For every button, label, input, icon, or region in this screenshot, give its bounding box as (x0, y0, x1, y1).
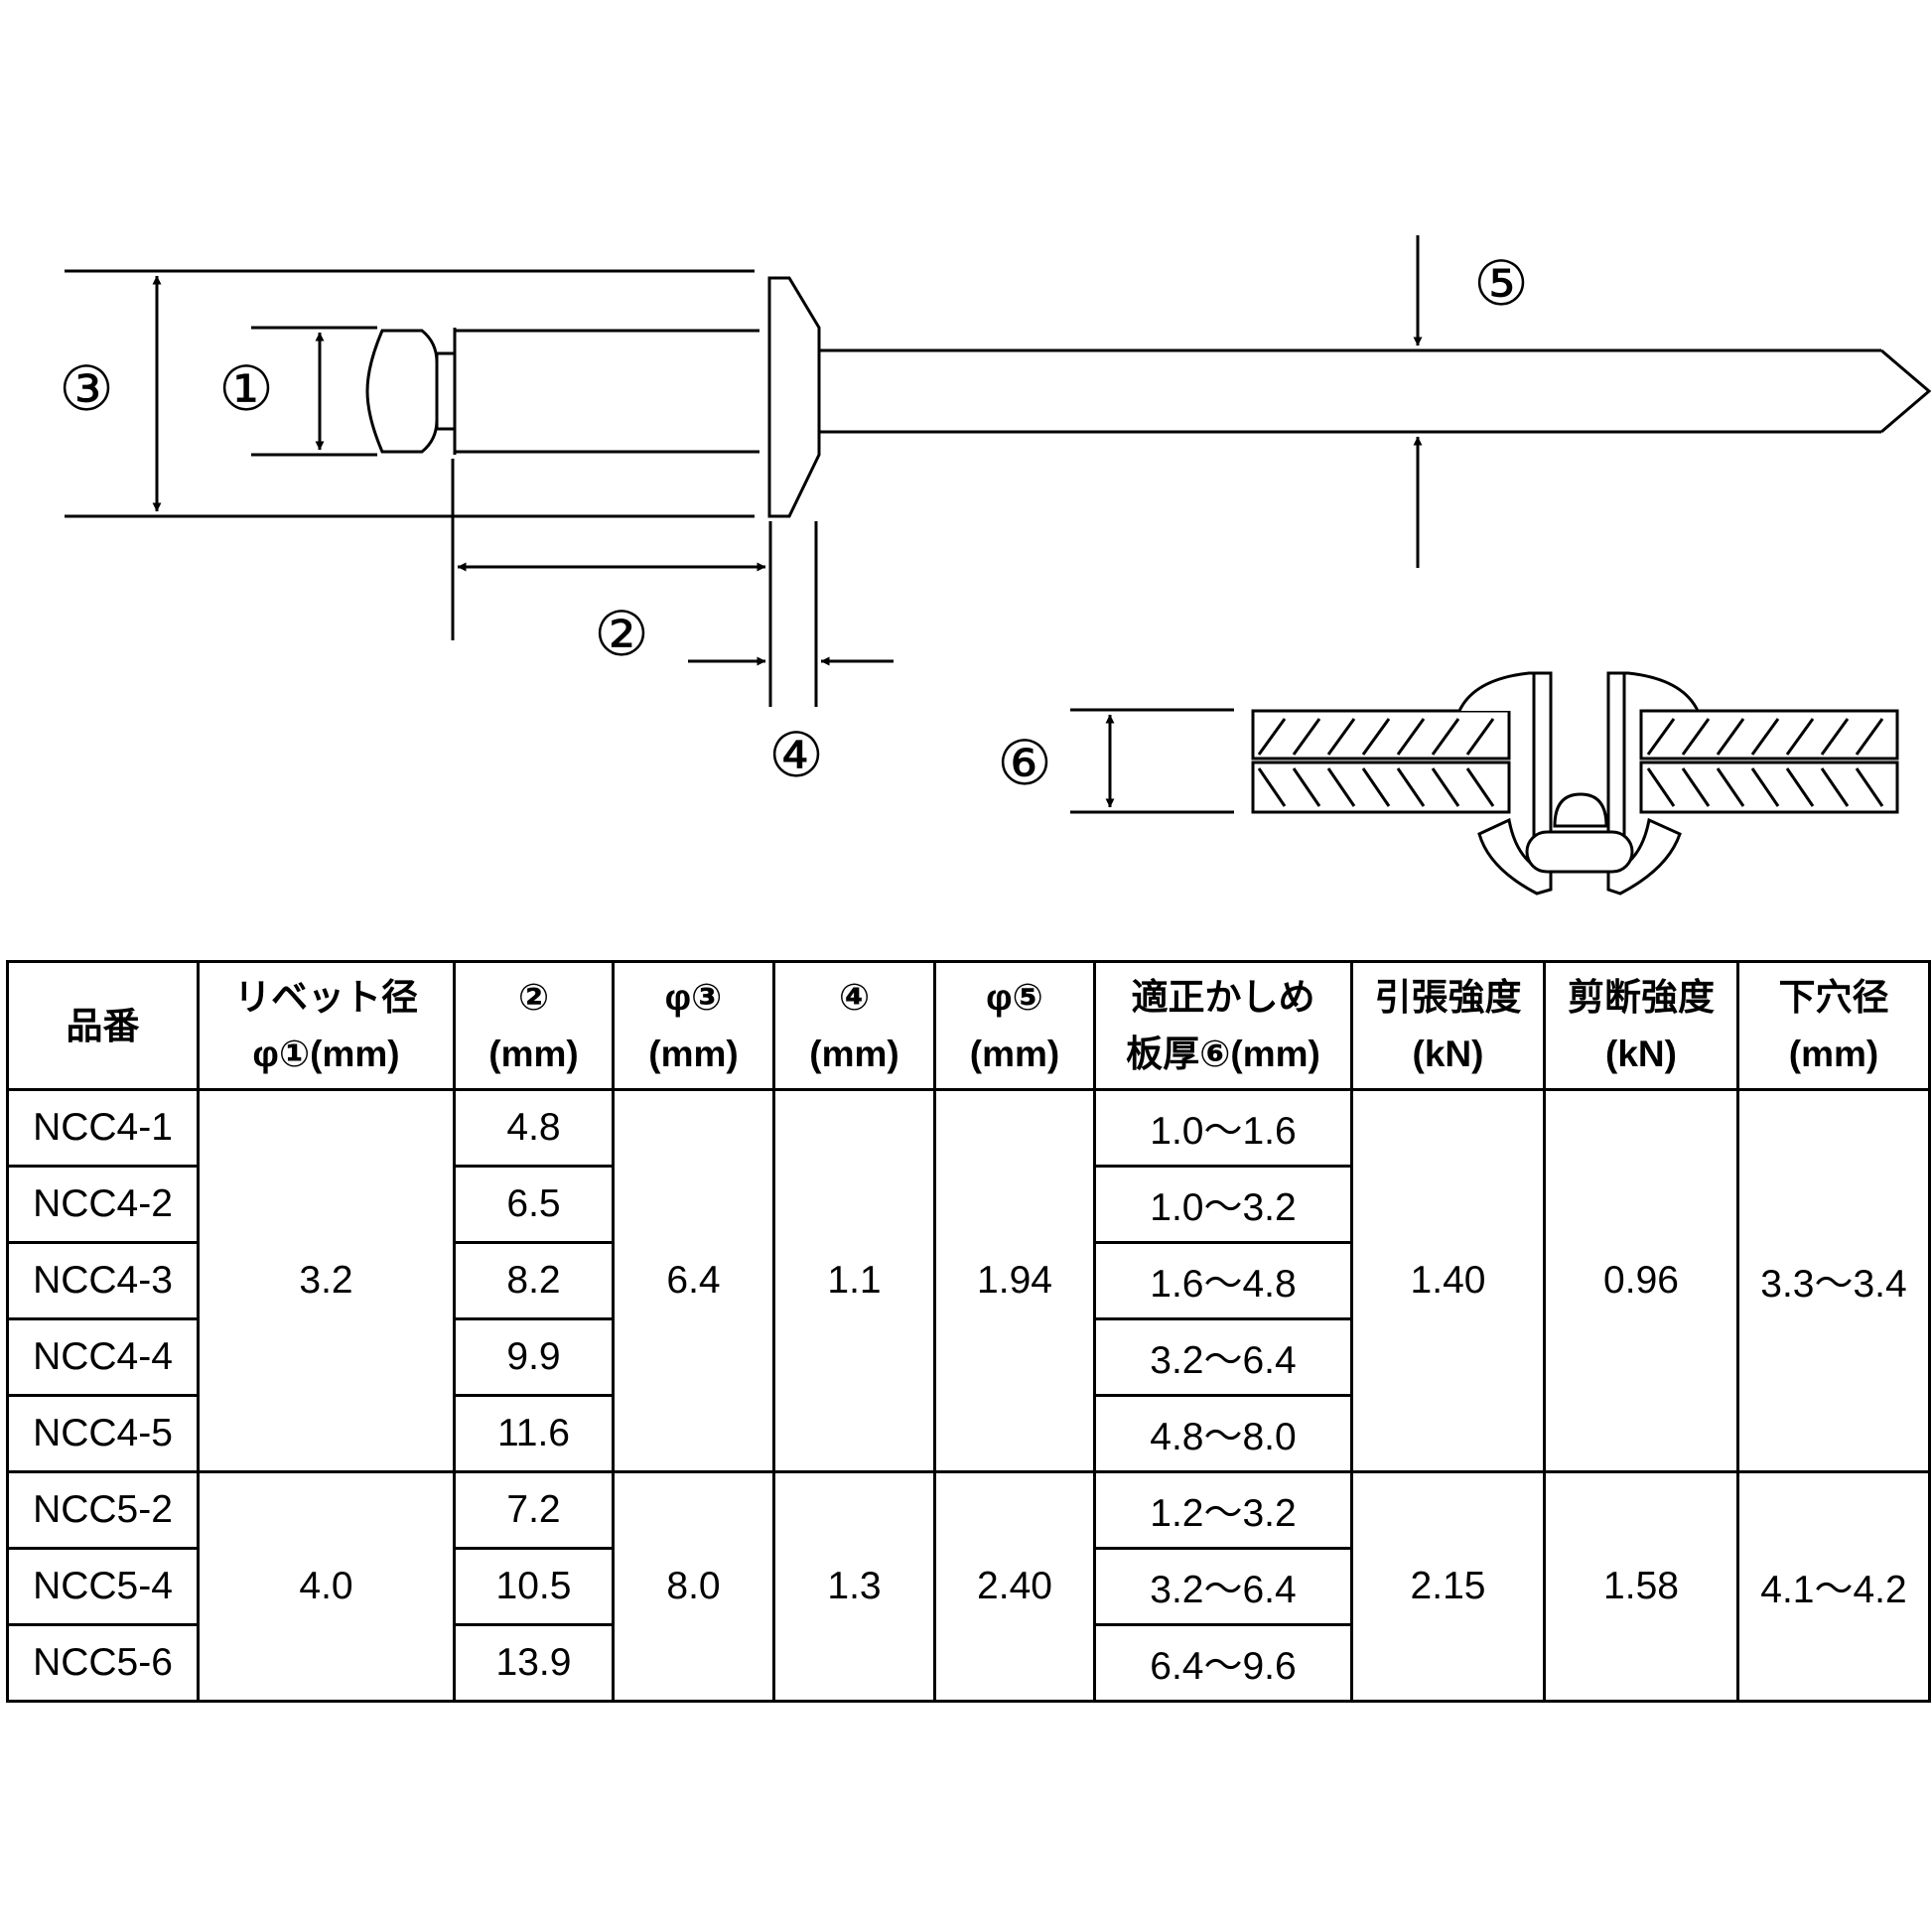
dim3-cell: 6.4 (612, 1088, 775, 1473)
table-row: NCC5-6 13.9 6.4～9.6 (6, 1623, 1930, 1703)
dimension-1: ① (218, 332, 325, 451)
header-hole-diameter: 下穴径 (mm) (1736, 960, 1931, 1091)
table-row: NCC4-5 11.6 4.8～8.0 (6, 1394, 1930, 1473)
header-rivet-diameter: リベット径 φ①(mm) (197, 960, 456, 1091)
dim4-cell: 1.1 (772, 1088, 936, 1473)
dim2-cell: 10.5 (453, 1547, 615, 1626)
header-dim4: ④ (mm) (772, 960, 936, 1091)
grip-range-cell: 1.2～3.2 (1093, 1470, 1353, 1550)
table-row: NCC5-2 4.0 7.2 8.0 1.3 2.40 1.2～3.2 2.15… (6, 1470, 1931, 1703)
table-row: NCC4-1 3.2 4.8 6.4 1.1 1.94 1.0～1.6 1.40… (6, 1088, 1931, 1473)
spec-table: 品番 リベット径 φ①(mm) ② (mm) φ③ (mm) ④ (mm) φ⑤… (6, 960, 1931, 1703)
label-1: ① (218, 352, 274, 425)
dim2-cell: 7.2 (453, 1470, 615, 1550)
label-6: ⑥ (997, 727, 1052, 799)
header-dim3: φ③ (mm) (612, 960, 775, 1091)
part-number-cell: NCC4-2 (6, 1165, 200, 1244)
dimension-3: ③ (59, 275, 162, 512)
tensile-cell: 1.40 (1350, 1088, 1546, 1473)
dim2-cell: 11.6 (453, 1394, 615, 1473)
label-5: ⑤ (1473, 247, 1529, 320)
rivet-diameter-cell: 3.2 (197, 1088, 456, 1473)
label-3: ③ (59, 352, 114, 425)
dim2-cell: 6.5 (453, 1165, 615, 1244)
dim4-cell: 1.3 (772, 1470, 936, 1703)
dimension-2: ② (451, 459, 772, 707)
dim2-cell: 9.9 (453, 1317, 615, 1397)
dim2-cell: 8.2 (453, 1241, 615, 1320)
tensile-cell: 2.15 (1350, 1470, 1546, 1703)
shear-cell: 1.58 (1543, 1470, 1739, 1703)
label-2: ② (594, 598, 649, 670)
header-dim5: φ⑤ (mm) (933, 960, 1096, 1091)
table-row: NCC4-3 8.2 1.6～4.8 (6, 1241, 1930, 1320)
header-grip-range: 適正かしめ 板厚⑥(mm) (1093, 960, 1353, 1091)
grip-range-cell: 3.2～6.4 (1093, 1547, 1353, 1626)
dim2-cell: 13.9 (453, 1623, 615, 1703)
dim2-cell: 4.8 (453, 1088, 615, 1168)
part-number-cell: NCC4-1 (6, 1088, 200, 1168)
part-number-cell: NCC5-6 (6, 1623, 200, 1703)
part-number-cell: NCC4-5 (6, 1394, 200, 1473)
table-row: NCC4-2 6.5 1.0～3.2 (6, 1165, 1930, 1244)
grip-range-cell: 1.6～4.8 (1093, 1241, 1353, 1320)
header-shear-strength: 剪断強度 (kN) (1543, 960, 1739, 1091)
grip-range-cell: 1.0～3.2 (1093, 1165, 1353, 1244)
rivet-dimension-diagram: ③ ① ② ④ ⑤ ⑥ (59, 235, 1932, 896)
table-row: NCC5-4 10.5 3.2～6.4 (6, 1547, 1930, 1626)
dimension-4: ④ (688, 521, 894, 791)
table-row: NCC4-4 9.9 3.2～6.4 (6, 1317, 1930, 1397)
rivet-side-view (65, 269, 1932, 518)
dim5-cell: 1.94 (933, 1088, 1096, 1473)
dimension-5: ⑤ (1413, 235, 1529, 568)
hole-cell: 4.1～4.2 (1736, 1470, 1931, 1703)
part-number-cell: NCC5-4 (6, 1547, 200, 1626)
shear-cell: 0.96 (1543, 1088, 1739, 1473)
part-number-cell: NCC4-3 (6, 1241, 200, 1320)
label-4: ④ (768, 719, 824, 791)
header-dim2: ② (mm) (453, 960, 615, 1091)
table-header-row: 品番 リベット径 φ①(mm) ② (mm) φ③ (mm) ④ (mm) φ⑤… (6, 960, 1931, 1091)
hole-cell: 3.3～3.4 (1736, 1088, 1931, 1473)
dim5-cell: 2.40 (933, 1470, 1096, 1703)
grip-range-cell: 3.2～6.4 (1093, 1317, 1353, 1397)
installed-rivet-section: ⑥ (997, 671, 1899, 896)
grip-range-cell: 6.4～9.6 (1093, 1623, 1353, 1703)
rivet-diameter-cell: 4.0 (197, 1470, 456, 1703)
dim3-cell: 8.0 (612, 1470, 775, 1703)
header-part-number: 品番 (6, 960, 200, 1091)
header-tensile-strength: 引張強度 (kN) (1350, 960, 1546, 1091)
grip-range-cell: 1.0～1.6 (1093, 1088, 1353, 1168)
part-number-cell: NCC4-4 (6, 1317, 200, 1397)
grip-range-cell: 4.8～8.0 (1093, 1394, 1353, 1473)
part-number-cell: NCC5-2 (6, 1470, 200, 1550)
